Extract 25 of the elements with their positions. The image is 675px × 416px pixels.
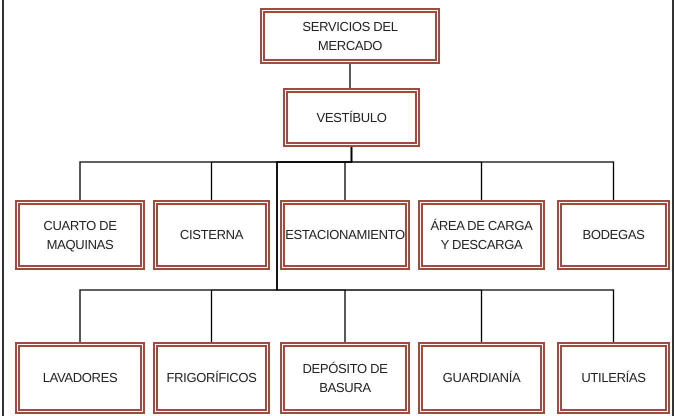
box bbox=[557, 200, 670, 270]
box bbox=[260, 8, 440, 64]
box bbox=[418, 200, 545, 270]
box-label: SERVICIOS DEL MERCADO bbox=[301, 18, 399, 55]
box-label: ÁREA DE CARGA Y DESCARGA bbox=[430, 216, 534, 254]
box bbox=[15, 200, 145, 270]
box-label: GUARDIANÍA bbox=[442, 369, 520, 388]
box-label: LAVADORES bbox=[42, 369, 118, 388]
box bbox=[153, 342, 270, 414]
box-label: FRIGORÍFICOS bbox=[166, 369, 256, 388]
box bbox=[280, 342, 410, 414]
box-label: CUARTO DE MAQUINAS bbox=[42, 216, 118, 254]
box bbox=[280, 200, 410, 270]
box-label: DEPÓSITO DE BASURA bbox=[301, 360, 389, 397]
box-label: ESTACIONAMIENTO bbox=[285, 226, 405, 244]
box bbox=[153, 200, 270, 270]
box-label: BODEGAS bbox=[582, 226, 645, 244]
box-label: CISTERNA bbox=[180, 226, 244, 244]
box bbox=[15, 342, 145, 414]
box bbox=[418, 342, 545, 414]
box-label: UTILERÍAS bbox=[581, 369, 646, 388]
box bbox=[283, 88, 420, 147]
box-label: VESTÍBULO bbox=[316, 108, 387, 127]
connector-line bbox=[349, 64, 351, 88]
box bbox=[557, 342, 670, 414]
